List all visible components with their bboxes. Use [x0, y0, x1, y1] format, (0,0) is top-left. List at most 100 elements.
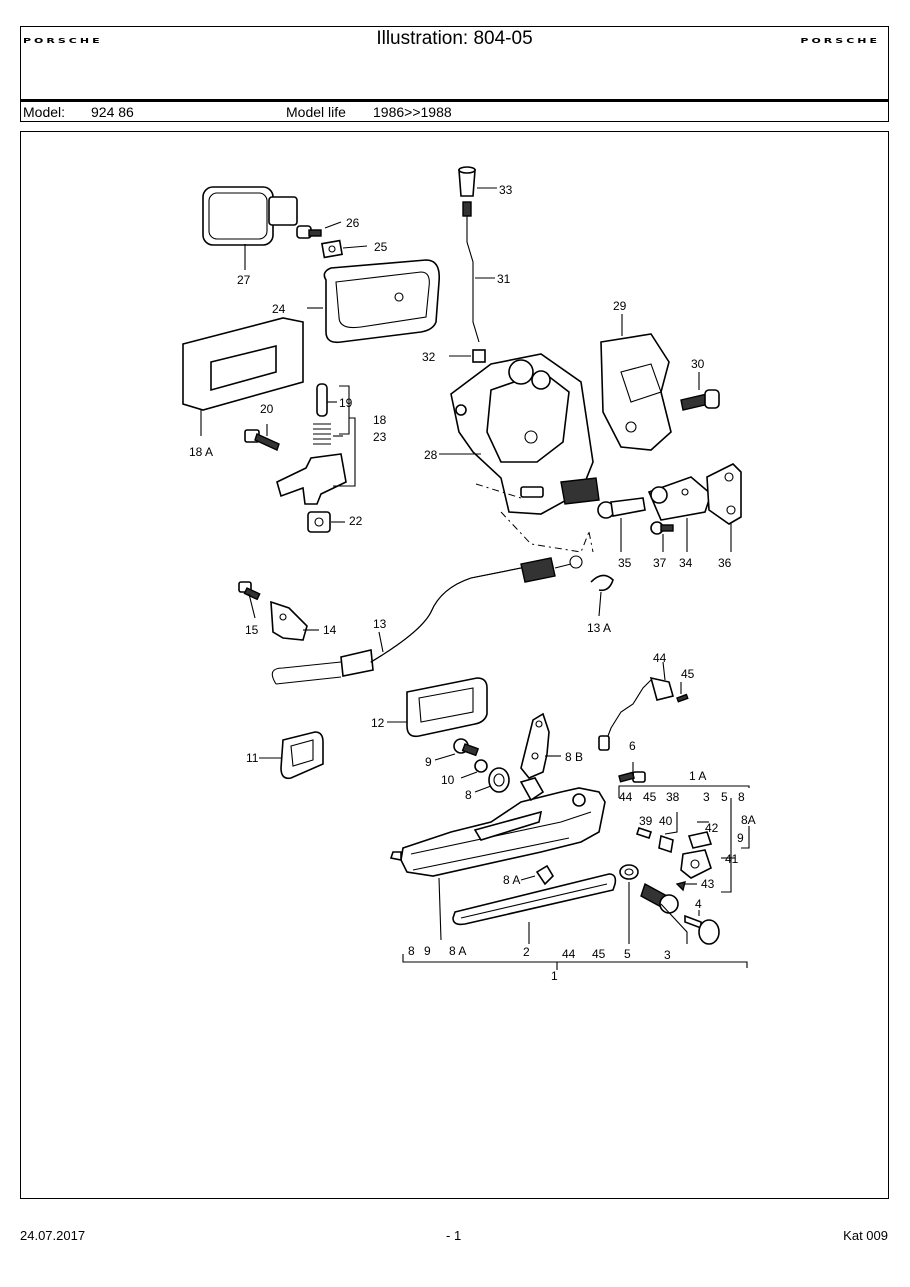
callout-3-bottom: 3	[664, 948, 671, 962]
parts-diagram: 33 26 25 27 31 24 29 30 32 19 18 23 20 1…	[182, 166, 756, 983]
callout-45-top: 45	[681, 667, 695, 681]
callout-25: 25	[374, 240, 388, 254]
leader-lines	[200, 187, 750, 970]
part-handle-bezel-icon	[323, 259, 441, 344]
part-washer-10-icon	[474, 759, 488, 773]
callout-44-bottom: 44	[562, 947, 576, 961]
part-clip-14-icon	[270, 600, 308, 641]
part-plate-34-icon	[647, 476, 712, 521]
callout-19: 19	[339, 396, 353, 410]
part-gasket-11-icon	[280, 731, 324, 780]
part-clip-8a-icon	[535, 864, 555, 886]
callout-13: 13	[373, 617, 387, 631]
part-clip-13a-icon	[590, 574, 614, 592]
part-foam-pad-icon	[182, 317, 304, 411]
footer-date: 24.07.2017	[20, 1228, 86, 1243]
callout-1: 1	[551, 969, 558, 983]
callout-8b: 8 B	[565, 750, 583, 764]
callout-1a: 1 A	[689, 769, 706, 783]
callout-9-bottom: 9	[424, 944, 431, 958]
part-rod-44-icon	[598, 676, 674, 751]
part-seal-5-icon	[619, 864, 639, 880]
callout-44-top: 44	[653, 651, 667, 665]
callout-24: 24	[272, 302, 286, 316]
callout-8a: 8 A	[503, 873, 520, 887]
callout-8a-kit: 8A	[741, 813, 756, 827]
part-lock-knob-icon	[458, 166, 476, 217]
part-bolt-35-icon	[597, 497, 646, 519]
part-rod-31-icon	[466, 216, 480, 343]
part-striker-36-icon	[706, 463, 742, 525]
part-outside-handle-icon	[389, 777, 606, 877]
model-label: Model:	[23, 104, 66, 120]
part-pin-19-icon	[316, 383, 328, 417]
part-bracket-18-icon	[276, 453, 347, 505]
callout-4: 4	[695, 897, 702, 911]
model-life-label: Model life	[286, 104, 346, 120]
callout-5-kit: 5	[721, 790, 728, 804]
callout-9: 9	[425, 755, 432, 769]
callout-11: 11	[246, 751, 259, 765]
part-lock-cylinder-icon	[640, 882, 679, 914]
callout-18: 18	[373, 413, 387, 427]
part-bolt-20-icon	[244, 429, 280, 451]
callout-8: 8	[465, 788, 472, 802]
footer-catalog: Kat 009	[843, 1228, 888, 1243]
model-life-value: 1986>>1988	[373, 104, 452, 120]
callout-13a: 13 A	[587, 621, 611, 635]
callout-27: 27	[237, 273, 251, 287]
part-screw-37-icon	[650, 521, 674, 535]
callout-41: 41	[725, 852, 739, 866]
callout-44-kit: 44	[619, 790, 633, 804]
callout-15: 15	[245, 623, 259, 637]
callout-42: 42	[705, 821, 719, 835]
part-bolt-30-icon	[680, 389, 720, 411]
part-screw-26-icon	[296, 225, 322, 239]
callout-2: 2	[523, 945, 530, 959]
callout-6: 6	[629, 739, 636, 753]
part-small-lock-parts-icon	[635, 826, 713, 892]
part-clip-32-icon	[472, 349, 486, 363]
part-handle-trim-2-icon	[452, 873, 617, 926]
callout-38: 38	[666, 790, 680, 804]
part-cable-13-icon	[271, 555, 583, 685]
callout-22: 22	[349, 514, 363, 528]
callout-33: 33	[499, 183, 513, 197]
callout-37: 37	[653, 556, 667, 570]
callout-45-bottom: 45	[592, 947, 606, 961]
part-door-lock-icon	[450, 353, 600, 515]
part-gasket-12-icon	[406, 677, 488, 738]
part-screw-15-icon	[238, 581, 261, 601]
part-inner-handle-cover-icon	[202, 186, 298, 246]
page-title: Illustration: 804-05	[376, 28, 533, 49]
lock-assembly-leader	[475, 483, 590, 553]
callout-14: 14	[323, 623, 337, 637]
part-pin-45-icon	[676, 693, 689, 703]
callout-28: 28	[424, 448, 438, 462]
callout-29: 29	[613, 299, 627, 313]
part-striker-cover-icon	[600, 333, 672, 451]
porsche-logo-right: PORSCHE	[800, 37, 880, 45]
callout-35: 35	[618, 556, 632, 570]
header-box: PORSCHE Illustration: 804-05 PORSCHE Mod…	[20, 26, 889, 122]
callout-36: 36	[718, 556, 732, 570]
callout-26: 26	[346, 216, 360, 230]
callout-8-kit: 8	[738, 790, 745, 804]
diagram-box: 33 26 25 27 31 24 29 30 32 19 18 23 20 1…	[20, 131, 889, 1199]
part-clip-25-icon	[320, 239, 344, 259]
callout-30: 30	[691, 357, 705, 371]
model-value: 924 86	[91, 104, 134, 120]
callout-39: 39	[639, 814, 653, 828]
footer-page-number: - 1	[446, 1228, 462, 1243]
callout-20: 20	[260, 402, 274, 416]
callout-32: 32	[422, 350, 436, 364]
callout-10: 10	[441, 773, 455, 787]
callout-9-kit: 9	[737, 831, 744, 845]
part-nut-22-icon	[307, 511, 331, 533]
callout-5-bottom: 5	[624, 947, 631, 961]
callout-31: 31	[497, 272, 511, 286]
porsche-logo-left: PORSCHE	[23, 37, 103, 45]
header-divider	[21, 99, 888, 102]
callout-40: 40	[659, 814, 673, 828]
cable-leader	[588, 531, 594, 553]
